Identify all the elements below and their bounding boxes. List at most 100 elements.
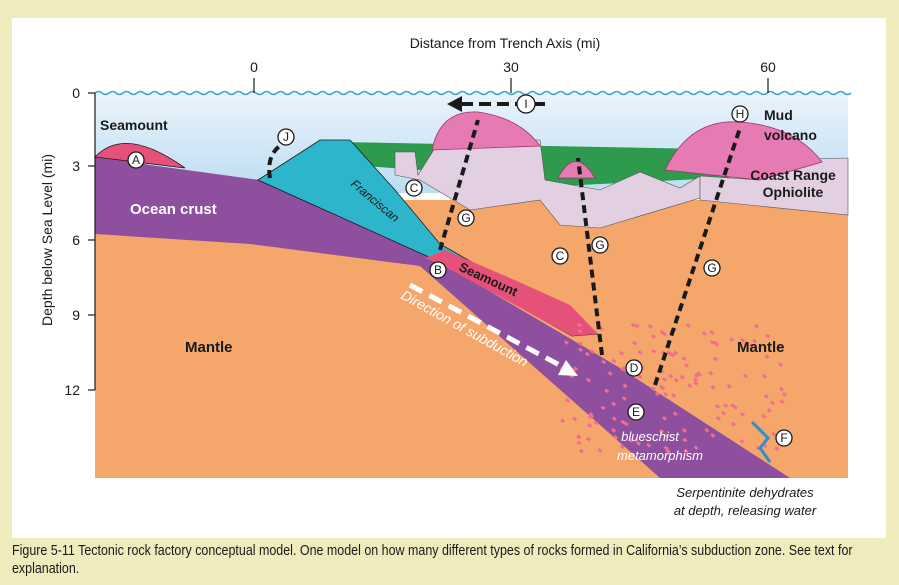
speckle	[766, 408, 772, 413]
speckle	[659, 384, 665, 390]
svg-text:D: D	[630, 361, 639, 375]
speckle	[589, 349, 595, 354]
speckle	[659, 329, 665, 335]
speckle	[716, 415, 722, 421]
speckle	[607, 371, 613, 376]
ocean-crust-label: Ocean crust	[130, 201, 217, 218]
speckle	[654, 391, 660, 397]
speckle	[665, 448, 671, 454]
marker-c: C	[405, 179, 423, 197]
x-tick: 0	[250, 59, 258, 75]
y-tick: 3	[72, 158, 80, 174]
speckle	[771, 431, 777, 437]
speckle	[613, 434, 619, 440]
speckle	[578, 448, 584, 454]
speckle	[730, 403, 736, 408]
speckle	[669, 352, 675, 358]
speckle	[684, 362, 690, 368]
speckle	[752, 338, 758, 344]
speckle	[696, 371, 702, 377]
y-tick: 0	[72, 85, 80, 101]
x-tick: 60	[760, 59, 776, 75]
blueschist-label-2: metamorphism	[617, 448, 703, 463]
speckle	[577, 341, 583, 346]
speckle	[577, 322, 583, 328]
speckle	[637, 374, 643, 379]
speckle	[620, 419, 626, 425]
metamorphic-speckles	[559, 320, 788, 454]
speckle	[761, 413, 767, 419]
x-tick: 30	[503, 59, 519, 75]
speckle	[663, 391, 669, 397]
speckle	[611, 401, 617, 407]
speckle	[619, 444, 625, 450]
mantle-left-label: Mantle	[185, 339, 233, 356]
serpentinite-label: Serpentinite dehydrates	[676, 485, 814, 500]
speckle	[693, 380, 699, 386]
y-tick: 9	[72, 307, 80, 323]
svg-text:I: I	[524, 97, 527, 111]
speckle	[659, 428, 665, 434]
speckle	[681, 356, 687, 362]
speckle	[646, 442, 652, 448]
svg-text:G: G	[461, 211, 470, 225]
mud-volcano-2	[557, 161, 596, 179]
sea-surface	[94, 90, 852, 96]
speckle	[588, 412, 594, 417]
mud-volcano-label-2: volcano	[764, 127, 817, 143]
speckle	[586, 377, 592, 383]
speckle	[600, 405, 606, 411]
marker-c: C	[551, 247, 569, 265]
speckle	[683, 448, 689, 454]
speckle	[777, 362, 783, 367]
speckle	[619, 350, 625, 356]
arrow-i-head	[447, 96, 462, 112]
speckle	[663, 433, 669, 439]
marker-i: I	[516, 94, 536, 114]
marker-j: J	[277, 128, 295, 146]
speckle	[765, 333, 771, 339]
mantle-right-label: Mantle	[737, 339, 785, 356]
marker-b: B	[429, 261, 447, 279]
speckle	[710, 384, 716, 390]
speckle	[693, 373, 699, 379]
seamount-b	[425, 250, 598, 336]
speckle	[778, 344, 784, 350]
speckle	[754, 323, 760, 329]
speckle	[710, 433, 716, 438]
speckle	[762, 374, 768, 379]
serpentinite-label-2: at depth, releasing water	[674, 503, 817, 518]
speckle	[749, 343, 755, 348]
x-axis-title: Distance from Trench Axis (mi)	[410, 35, 601, 51]
svg-text:F: F	[780, 431, 787, 445]
speckle	[661, 377, 667, 382]
speckle	[712, 356, 718, 362]
speckle	[578, 347, 584, 353]
speckle	[704, 427, 710, 433]
speckle	[585, 436, 591, 442]
speckle	[774, 446, 780, 451]
speckle	[628, 437, 634, 443]
speckle	[709, 340, 715, 345]
water-arrow	[750, 420, 772, 463]
speckle	[587, 423, 593, 428]
speckle	[560, 418, 566, 424]
speckle	[622, 383, 628, 389]
svg-text:E: E	[632, 405, 640, 419]
speckle	[779, 399, 785, 404]
speckle	[713, 341, 719, 347]
marker-g: G	[591, 236, 609, 254]
speckle	[672, 411, 678, 417]
speckle	[651, 349, 657, 354]
speckle	[576, 440, 582, 446]
ophiolite-label: Coast Range	[750, 167, 836, 183]
seamount-label: Seamount	[100, 117, 168, 133]
speckle	[651, 334, 657, 339]
speckle	[601, 359, 607, 365]
y-tick: 12	[64, 382, 80, 398]
svg-text:J: J	[283, 130, 289, 144]
speckle	[720, 410, 726, 416]
speckle	[687, 383, 693, 389]
speckle	[730, 421, 736, 427]
direction-arrow-head	[558, 360, 578, 376]
